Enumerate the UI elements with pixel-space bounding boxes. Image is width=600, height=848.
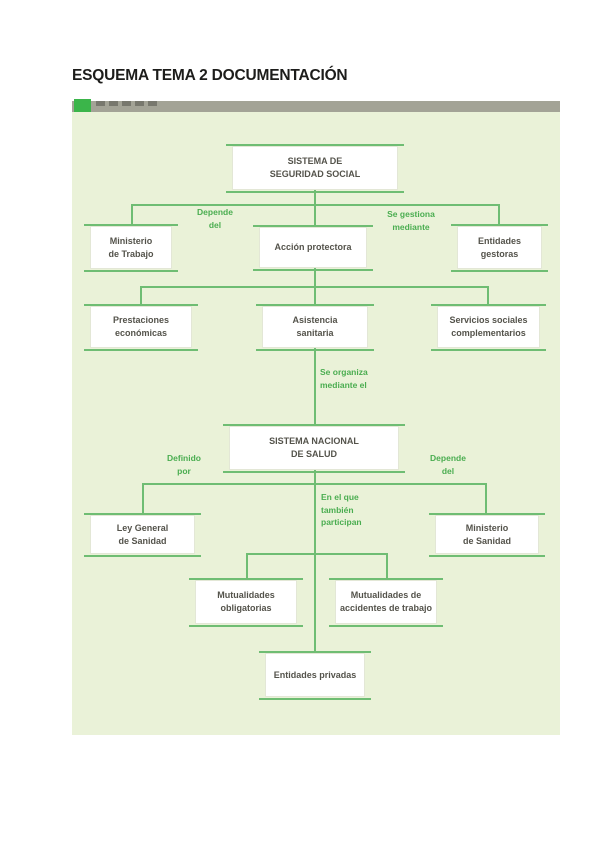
connector-to-accion-protectora [314, 204, 316, 228]
node-ministerio-trabajo: Ministerio de Trabajo [84, 224, 178, 272]
node-mutualidades-accidentes: Mutualidades de accidentes de trabajo [329, 578, 443, 627]
page-title: ESQUEMA TEMA 2 DOCUMENTACIÓN [72, 67, 348, 84]
header-bar [72, 101, 560, 112]
node-accion-protectora: Acción protectora [253, 225, 373, 271]
edge-label-depende-del-2: Depende del [430, 453, 466, 476]
connector-to-ministerio-sanidad [485, 483, 487, 515]
edge-label-se-gestiona-mediante: Se gestiona mediante [387, 209, 435, 232]
connector-mutualidades-horizontal [246, 553, 388, 555]
node-ley-general-sanidad: Ley General de Sanidad [84, 513, 201, 557]
watermark-fragment [96, 101, 160, 106]
logo-icon [74, 99, 91, 112]
connector-to-servicios [487, 286, 489, 307]
connector-to-prestaciones [140, 286, 142, 307]
edge-label-en-el-que-participan: En el que también participan [321, 492, 362, 527]
connector-to-mutualidades-obligatorias [246, 553, 248, 580]
node-asistencia-sanitaria: Asistencia sanitaria [256, 304, 374, 351]
diagram-canvas [72, 112, 560, 735]
node-mutualidades-obligatorias: Mutualidades obligatorias [189, 578, 303, 627]
node-entidades-gestoras: Entidades gestoras [451, 224, 548, 272]
node-ministerio-sanidad: Ministerio de Sanidad [429, 513, 545, 557]
edge-label-definido-por: Definido por [167, 453, 201, 476]
node-sistema-seguridad-social: SISTEMA DE SEGURIDAD SOCIAL [226, 144, 404, 193]
node-entidades-privadas: Entidades privadas [259, 651, 371, 700]
connector-to-asistencia [314, 286, 316, 307]
node-sistema-nacional-salud: SISTEMA NACIONAL DE SALUD [223, 424, 405, 473]
connector-to-ministerio-trabajo [131, 204, 133, 228]
connector-to-entidades-gestoras [498, 204, 500, 228]
connector-accion-down [314, 268, 316, 288]
edge-label-depende-del: Depende del [197, 207, 233, 230]
node-prestaciones-economicas: Prestaciones económicas [84, 304, 198, 351]
connector-sss-down [314, 190, 316, 206]
connector-row5-horizontal [142, 483, 487, 485]
connector-sns-down [314, 470, 316, 653]
node-servicios-sociales: Servicios sociales complementarios [431, 304, 546, 351]
edge-label-se-organiza-mediante: Se organiza mediante el [320, 367, 368, 390]
connector-to-ley-general [142, 483, 144, 515]
connector-asistencia-to-sns [314, 348, 316, 426]
connector-to-mutualidades-accidentes [386, 553, 388, 580]
